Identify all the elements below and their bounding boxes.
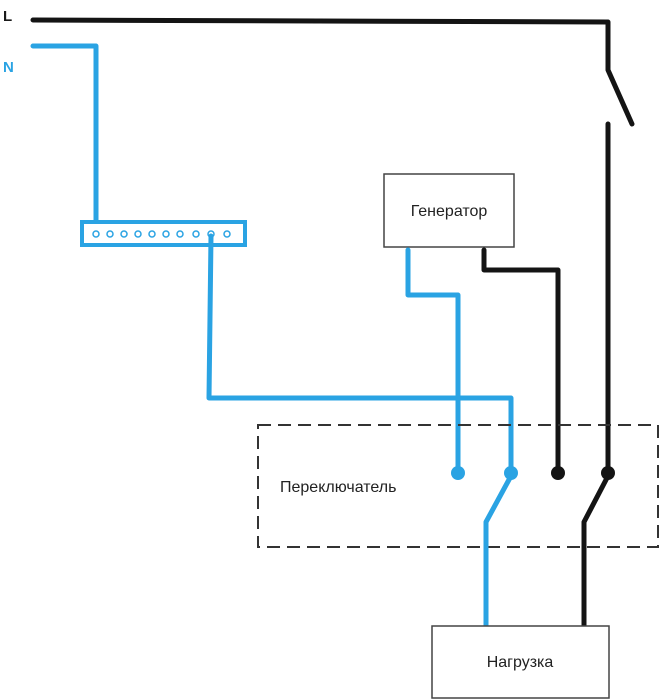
bus-terminal <box>148 230 156 238</box>
load-label: Нагрузка <box>487 654 554 671</box>
neutral-switch-blade <box>483 473 514 631</box>
switch-label: Переключатель <box>280 479 396 496</box>
switch-contact-generator-neutral <box>451 466 465 480</box>
switch-contact-generator-phase <box>551 466 565 480</box>
bus-terminal <box>192 230 200 238</box>
bus-terminals <box>92 230 231 238</box>
phase-label: L <box>3 8 12 25</box>
phase-switch-blade <box>581 473 611 631</box>
generator-label: Генератор <box>411 203 488 220</box>
neutral-label: N <box>3 59 14 76</box>
bus-terminal <box>223 230 231 238</box>
generator-box <box>383 173 515 248</box>
bus-terminal <box>134 230 142 238</box>
generator-neutral-wire <box>405 247 461 476</box>
bus-terminal <box>106 230 114 238</box>
phase-main-wire <box>30 17 635 127</box>
switch-contact-mains-phase <box>601 466 615 480</box>
bus-terminal <box>120 230 128 238</box>
neutral-main-wire <box>30 43 99 235</box>
switch-box <box>257 424 659 548</box>
switch-contact-mains-neutral <box>504 466 518 480</box>
generator-phase-wire <box>481 247 561 476</box>
bus-terminal <box>162 230 170 238</box>
bus-terminal <box>176 230 184 238</box>
bus-terminal <box>92 230 100 238</box>
load-box <box>431 625 610 699</box>
bus-to-switch-wire <box>206 233 514 476</box>
